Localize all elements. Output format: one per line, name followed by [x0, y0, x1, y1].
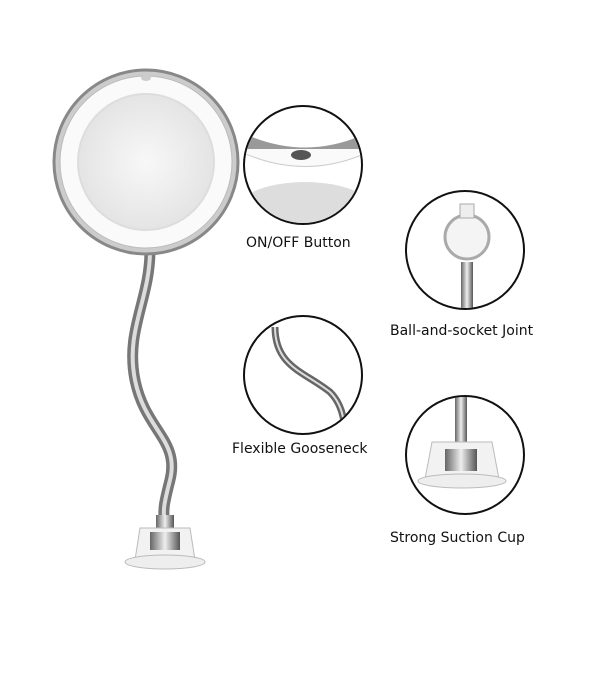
detail-strong-suction-cup — [405, 395, 525, 515]
suction-cup — [124, 515, 206, 570]
detail-on-off-button — [243, 105, 363, 225]
feature-label-suction-cup: Strong Suction Cup — [390, 530, 525, 546]
feature-label-on-off: ON/OFF Button — [246, 235, 351, 251]
mirror — [52, 68, 240, 256]
gooseneck-closeup — [271, 326, 349, 433]
feature-label-ball-joint: Ball-and-socket Joint — [390, 323, 534, 339]
ball-joint-closeup — [443, 203, 491, 308]
feature-label-gooseneck: Flexible Gooseneck — [232, 441, 368, 457]
on-off-button-closeup — [245, 133, 361, 223]
detail-flexible-gooseneck — [243, 315, 363, 435]
detail-ball-and-socket-joint — [405, 190, 525, 310]
suction-cup-closeup — [417, 397, 507, 489]
gooseneck — [127, 249, 178, 527]
